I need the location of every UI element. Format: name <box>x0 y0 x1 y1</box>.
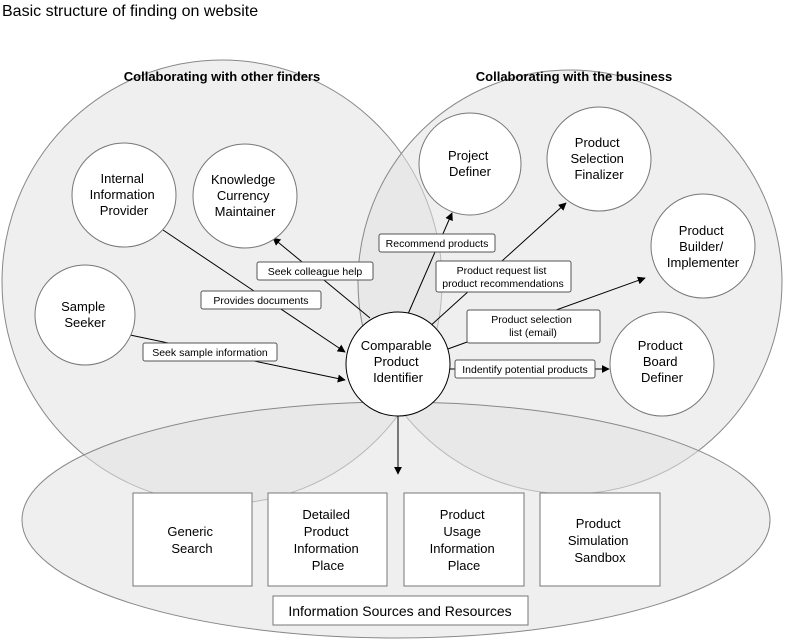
source-sandbox-label: Product Simulation Sandbox <box>568 516 632 565</box>
source-product-simulation-sandbox <box>539 492 661 587</box>
region-business-label: Collaborating with the business <box>476 69 672 84</box>
edge-center-to-project <box>407 212 453 315</box>
source-product-usage-information-place <box>403 492 525 587</box>
node-finalizer-label: Product Selection Finalizer <box>570 135 627 182</box>
node-knowledge-label: Knowledge Currency Maintainer <box>211 172 279 219</box>
label-box-request-list <box>435 260 572 293</box>
edge-label-request-list: Product request list product recommendat… <box>442 265 563 290</box>
node-sample-label: Sample Seeker <box>61 299 109 330</box>
label-box-recommend <box>378 233 496 253</box>
edge-label-identify: Indentify potential products <box>462 364 588 376</box>
edge-label-selection-list: Product selection list (email) <box>491 314 574 339</box>
node-board-label: Product Board Definer <box>638 338 686 385</box>
source-detailed-label: Detailed Product Information Place <box>294 507 363 573</box>
node-sample-seeker <box>34 264 136 366</box>
information-sources-label-box <box>272 595 529 626</box>
source-generic-label: Generic Search <box>167 524 216 556</box>
node-comparable-product-identifier <box>345 311 451 417</box>
edge-label-recommend: Recommend products <box>386 238 489 250</box>
node-product-builder-implementer <box>650 193 756 299</box>
diagram-title: Basic structure of finding on website <box>2 3 258 20</box>
edge-label-seek-colleague: Seek colleague help <box>268 266 363 278</box>
node-builder-label: Product Builder/ Implementer <box>667 223 740 270</box>
source-detailed-product-information-place <box>267 492 388 587</box>
label-box-seek-sample <box>142 342 278 362</box>
node-project-label: Project Definer <box>448 148 492 179</box>
source-generic-search <box>132 492 253 587</box>
node-internal-information-provider <box>71 142 177 248</box>
node-product-board-definer <box>609 311 715 417</box>
label-box-provides-docs <box>200 290 322 310</box>
information-sources-label: Information Sources and Resources <box>288 603 511 619</box>
edge-label-provides-docs: Provides documents <box>213 295 308 307</box>
node-project-definer <box>418 112 522 216</box>
label-box-selection-list <box>466 309 601 344</box>
label-box-identify <box>454 359 596 379</box>
region-other-finders-label: Collaborating with other finders <box>124 69 320 84</box>
node-knowledge-currency-maintainer <box>192 143 298 249</box>
node-center-label: Comparable Product Identifier <box>361 338 435 385</box>
edge-label-seek-sample: Seek sample information <box>152 347 268 359</box>
label-box-seek-colleague <box>256 261 374 281</box>
source-usage-label: Product Usage Information Place <box>430 507 499 573</box>
node-internal-label: Internal Information Provider <box>90 171 159 218</box>
node-product-selection-finalizer <box>546 106 652 212</box>
